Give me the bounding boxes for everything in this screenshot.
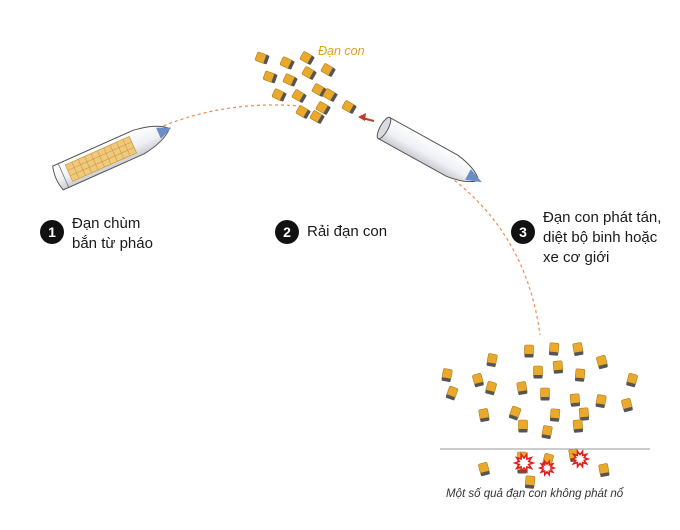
submunition-icon <box>549 408 561 422</box>
open-shell-icon <box>376 116 482 183</box>
submunition-icon <box>508 405 522 421</box>
submunition-icon <box>596 355 608 370</box>
explosion-icon <box>569 449 591 469</box>
step-2: 2 Rải đạn con <box>275 220 387 244</box>
submunition-icon <box>569 393 581 407</box>
submunition-icon <box>548 342 560 356</box>
submunition-icon <box>299 51 315 65</box>
submunition-icon <box>524 344 534 358</box>
submunition-icon <box>552 360 564 374</box>
submunition-icon <box>282 73 298 87</box>
duds-caption: Một số quả đạn con không phát nổ <box>446 488 624 500</box>
step-1: 1 Đạn chùm bắn từ pháo <box>40 214 153 254</box>
submunition-icon <box>486 353 498 368</box>
explosion-icon <box>512 452 536 474</box>
submunition-icon <box>524 475 536 489</box>
submunition-icon <box>572 419 584 433</box>
submunition-icon <box>598 463 610 478</box>
ejection-arrow-icon <box>358 113 375 122</box>
step-1-number: 1 <box>40 220 64 244</box>
step-3-number: 3 <box>511 220 535 244</box>
submunition-icon <box>472 373 484 388</box>
submunition-icon <box>301 66 317 80</box>
step-2-number: 2 <box>275 220 299 244</box>
submunition-icon <box>341 100 357 114</box>
upper-submunitions <box>254 51 357 124</box>
submunition-icon <box>485 381 497 396</box>
submunition-icon <box>595 394 607 409</box>
artillery-shell-icon <box>52 125 172 191</box>
submunition-icon <box>279 56 295 70</box>
submunition-icon <box>516 381 528 396</box>
submunitions-label: Đạn con <box>318 44 365 58</box>
submunition-icon <box>311 83 327 97</box>
submunition-icon <box>441 368 453 383</box>
submunition-icon <box>291 89 307 103</box>
submunition-icon <box>295 105 311 119</box>
ground-submunitions <box>441 342 638 489</box>
explosion-icon <box>537 459 557 477</box>
submunition-icon <box>262 70 278 84</box>
submunition-icon <box>621 398 633 413</box>
submunition-icon <box>320 63 336 77</box>
submunition-icon <box>478 462 490 477</box>
submunition-icon <box>315 101 331 115</box>
submunition-icon <box>445 385 459 401</box>
submunition-icon <box>533 365 543 379</box>
explosions <box>512 449 591 477</box>
step-2-text: Rải đạn con <box>307 223 388 240</box>
submunition-icon <box>271 88 287 102</box>
trajectory-launch <box>157 104 301 129</box>
submunition-icon <box>626 373 638 388</box>
submunition-icon <box>541 425 553 440</box>
submunition-icon <box>574 368 586 382</box>
submunition-icon <box>518 419 528 433</box>
submunition-icon <box>572 342 584 357</box>
step-3: 3 Đạn con phát tán, diệt bộ binh hoặc xe… <box>511 208 661 268</box>
step-3-text: Đạn con phát tán, diệt bộ binh hoặc xe c… <box>543 209 662 266</box>
submunition-icon <box>309 110 325 124</box>
submunition-icon <box>254 51 270 65</box>
step-1-text: Đạn chùm bắn từ pháo <box>72 215 153 252</box>
submunition-icon <box>322 88 338 102</box>
trajectory-descent <box>424 159 541 336</box>
submunition-icon <box>578 407 590 421</box>
submunition-icon <box>478 408 490 423</box>
submunition-icon <box>540 387 550 401</box>
